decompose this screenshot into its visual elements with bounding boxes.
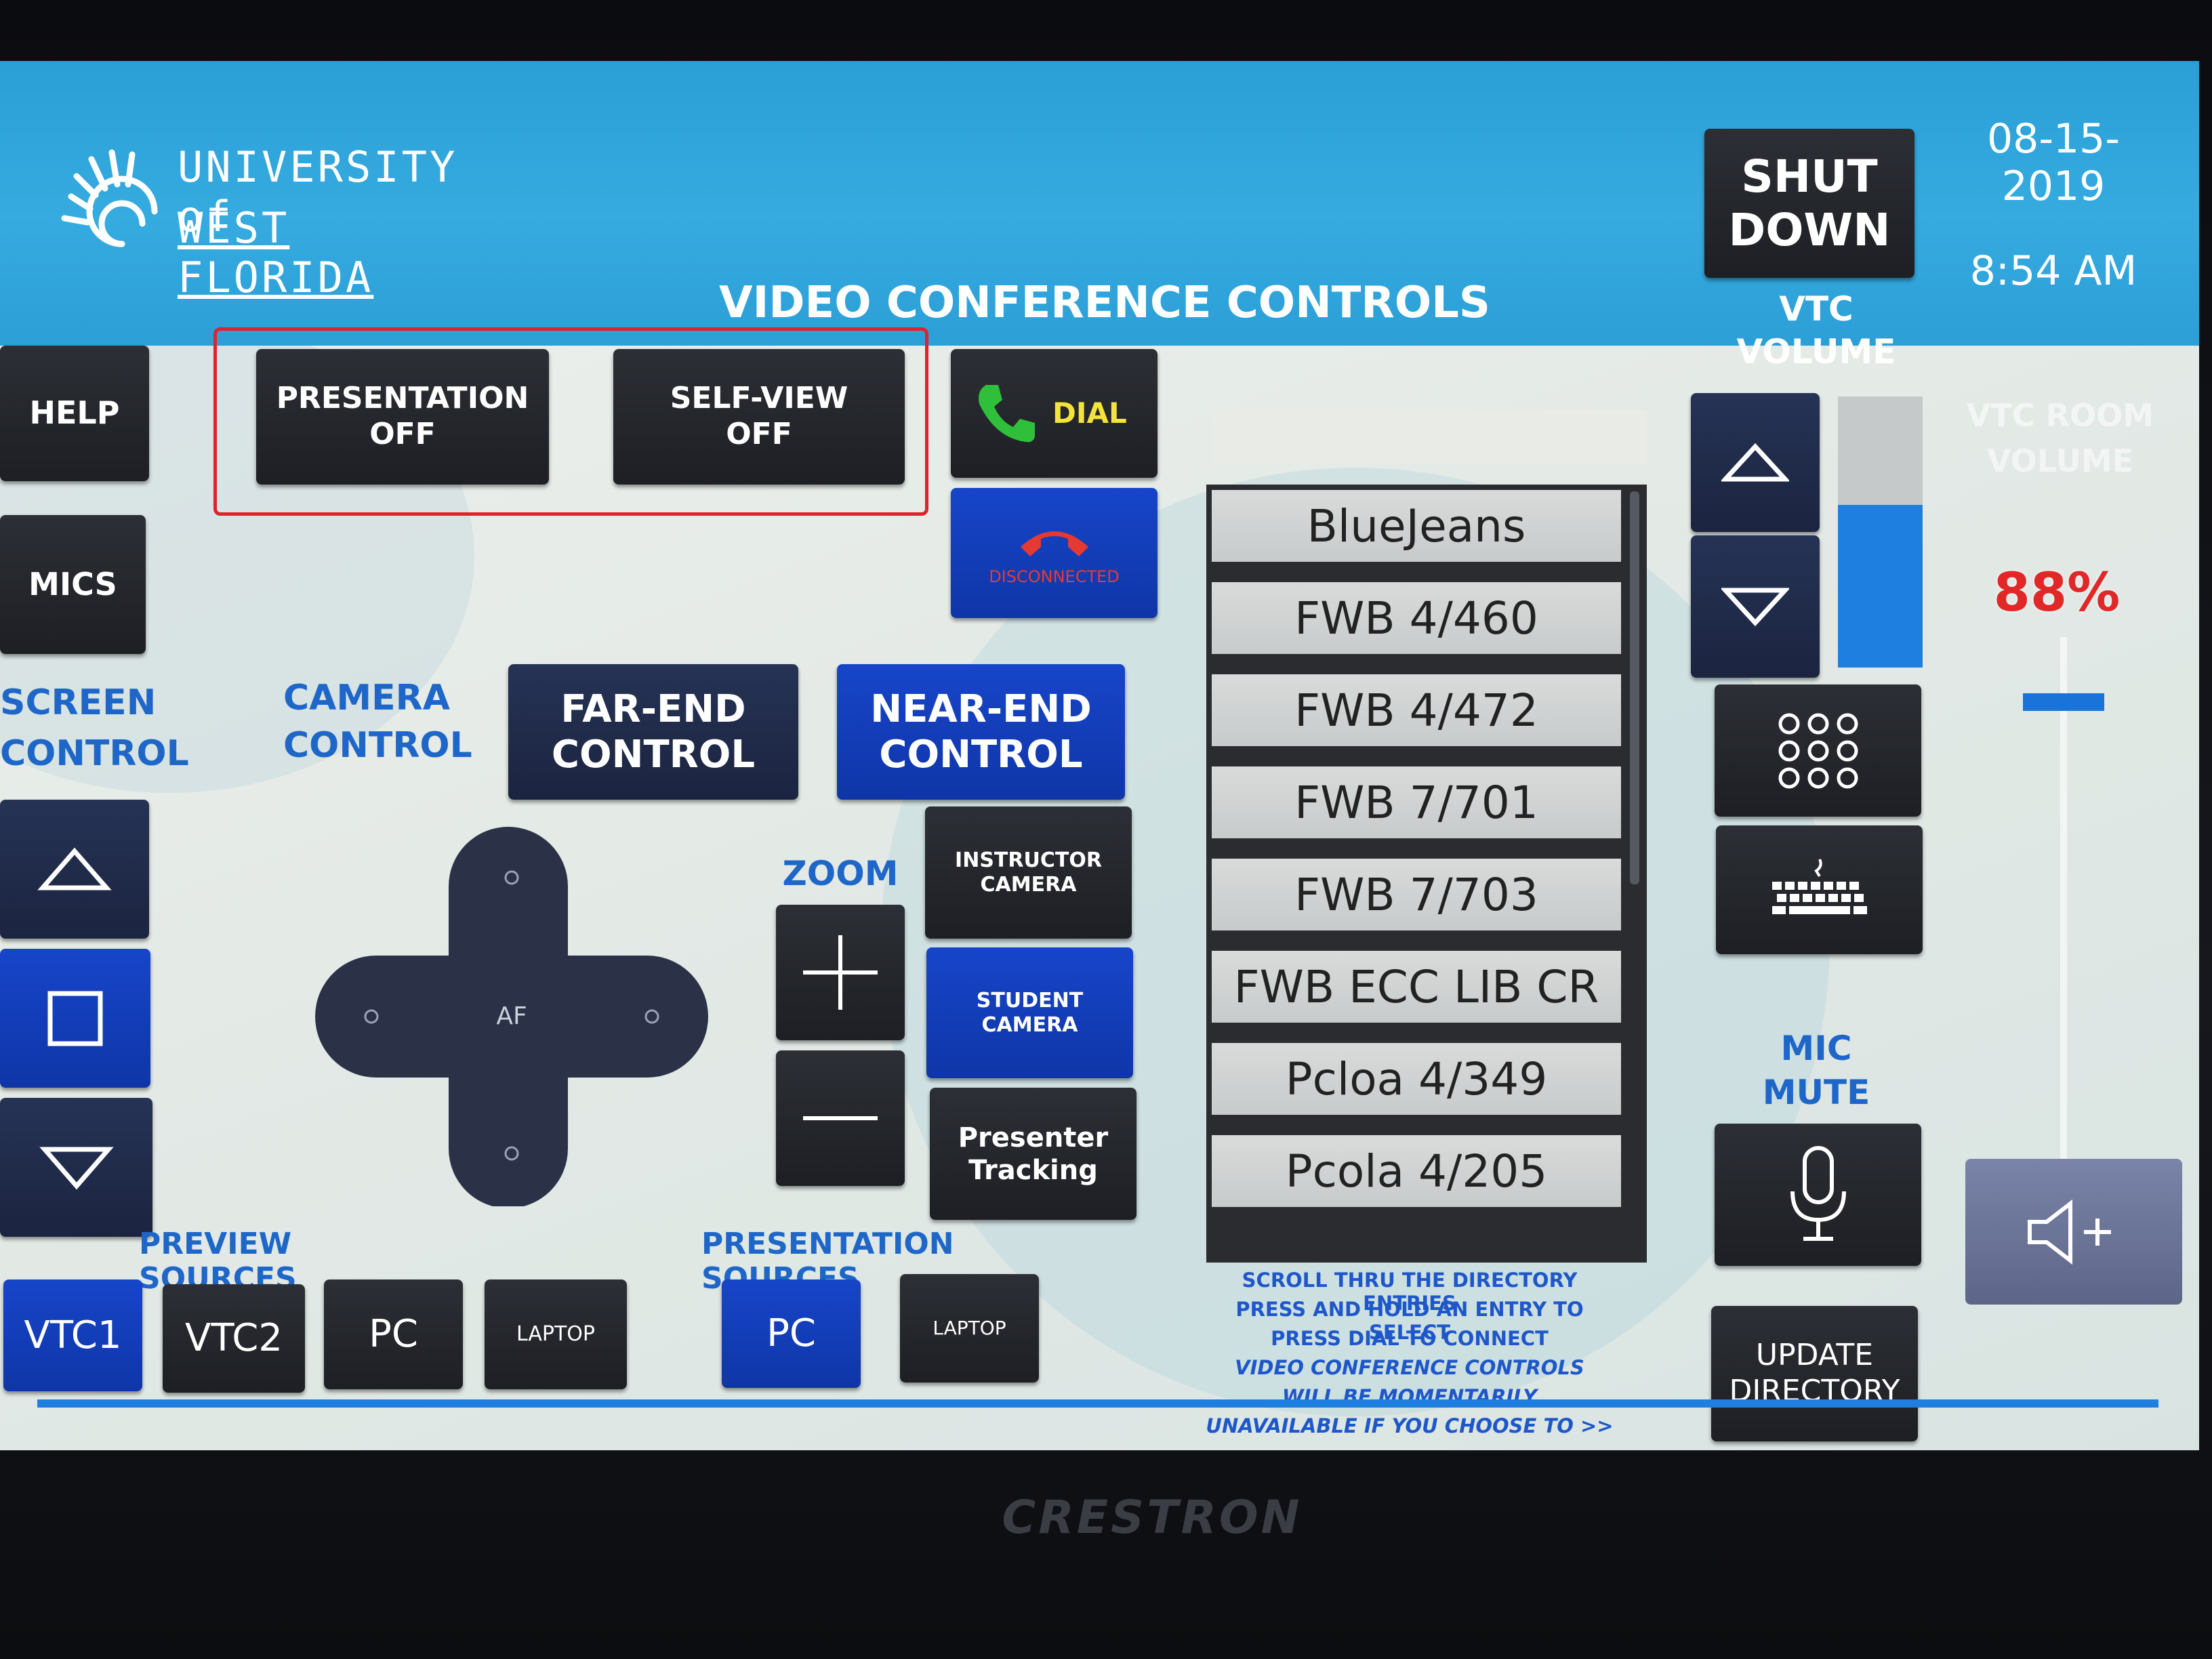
directory-entry[interactable]: FWB 4/460 — [1206, 577, 1626, 659]
dial-button[interactable]: DIAL — [951, 349, 1158, 478]
hang-up-icon — [1020, 531, 1088, 556]
camera-control-label: CAMERA CONTROL — [283, 678, 472, 766]
keypad-icon — [1778, 713, 1858, 788]
mics-button[interactable]: MICS — [0, 515, 146, 654]
vtc-volume-meter — [1838, 396, 1923, 668]
pan-up-button[interactable] — [434, 827, 590, 983]
screen-stop-button[interactable] — [0, 949, 150, 1088]
date-display: 08-15-2019 — [1987, 115, 2120, 210]
directory-entry[interactable]: FWB 7/703 — [1206, 853, 1626, 936]
directory-note: SCROLL THRU THE DIRECTORY ENTRIES — [1242, 1269, 1578, 1315]
directory-search-field[interactable] — [1213, 410, 1647, 464]
help-button[interactable]: HELP — [0, 346, 149, 481]
room-volume-slider-track[interactable] — [2023, 637, 2104, 1179]
zoom-in-button[interactable] — [776, 905, 905, 1040]
pan-right-button[interactable] — [579, 956, 708, 1078]
presentation-sources-label: PRESENTATION SOURCES — [701, 1227, 954, 1296]
directory-entry[interactable]: FWB ECC LIB CR — [1206, 945, 1626, 1028]
pan-left-button[interactable] — [315, 956, 444, 1078]
keyboard-button[interactable] — [1716, 825, 1923, 954]
crestron-logo: CRESTRON — [1002, 1491, 1303, 1544]
camera-dpad — [315, 827, 708, 1206]
directory-note: UNAVAILABLE IF YOU CHOOSE TO >> — [1206, 1414, 1614, 1437]
triangle-down-icon — [1721, 588, 1789, 627]
university-logo-icon — [58, 142, 159, 271]
room-volume-slider-handle[interactable] — [2023, 693, 2104, 711]
directory-note: VIDEO CONFERENCE CONTROLS — [1235, 1356, 1584, 1379]
time-display: 8:54 AM — [1969, 247, 2137, 295]
touch-screen: UNIVERSITY of WEST FLORIDA VIDEO CONFERE… — [0, 61, 2199, 1450]
page-title: VIDEO CONFERENCE CONTROLS — [719, 278, 1490, 328]
hangup-button[interactable]: DISCONNECTED — [951, 488, 1158, 618]
brand-line-2: WEST FLORIDA — [178, 203, 374, 302]
dial-label: DIAL — [1052, 396, 1127, 430]
zoom-label: ZOOM — [782, 854, 899, 893]
vtc-volume-fill — [1838, 505, 1923, 668]
plus-icon — [803, 935, 878, 1010]
bottom-accent-line — [37, 1399, 2158, 1408]
triangle-up-icon — [37, 847, 112, 890]
directory-entry[interactable]: Pcloa 4/349 — [1206, 1038, 1626, 1120]
vtc-volume-up-button[interactable] — [1691, 393, 1820, 532]
directory-note: PRESS DIAL TO CONNECT — [1271, 1327, 1549, 1350]
screen-down-button[interactable] — [0, 1098, 152, 1237]
phone-icon — [979, 385, 1035, 443]
directory-entry[interactable]: Pcola 4/205 — [1206, 1130, 1626, 1212]
preview-source-vtc1[interactable]: VTC1 — [3, 1279, 142, 1391]
autofocus-button[interactable]: AF — [496, 1002, 527, 1030]
instructor-camera-button[interactable]: INSTRUCTOR CAMERA — [925, 806, 1132, 939]
far-end-control-button[interactable]: FAR-END CONTROL — [508, 664, 798, 800]
speaker-plus-icon — [2028, 1199, 2111, 1265]
microphone-icon — [1790, 1146, 1846, 1241]
presentation-source-laptop[interactable]: LAPTOP — [900, 1274, 1039, 1382]
square-stop-icon — [47, 991, 103, 1046]
mic-mute-button[interactable] — [1715, 1124, 1921, 1266]
presenter-tracking-button[interactable]: Presenter Tracking — [930, 1088, 1136, 1220]
room-volume-up-button[interactable] — [1965, 1159, 2182, 1305]
shutdown-button[interactable]: SHUT DOWN — [1704, 129, 1914, 278]
mic-mute-label: MIC MUTE — [1762, 1029, 1870, 1112]
vtc-volume-down-button[interactable] — [1691, 535, 1820, 678]
triangle-up-icon — [1721, 443, 1789, 481]
directory-entry[interactable]: FWB 7/701 — [1206, 761, 1626, 844]
brand-line-1: UNIVERSITY of — [178, 142, 458, 241]
keyboard-icon — [1771, 859, 1867, 914]
pan-down-button[interactable] — [434, 1078, 590, 1206]
directory-entry[interactable]: BlueJeans — [1206, 485, 1626, 567]
screen-up-button[interactable] — [0, 800, 149, 939]
directory-entry[interactable]: FWB 4/472 — [1206, 669, 1626, 752]
preview-source-pc[interactable]: PC — [324, 1279, 463, 1389]
preview-sources-label: PREVIEW SOURCES — [139, 1227, 297, 1296]
directory-note: PRESS AND HOLD AN ENTRY TO SELECT — [1235, 1298, 1584, 1344]
student-camera-button[interactable]: STUDENT CAMERA — [926, 947, 1133, 1078]
call-status: DISCONNECTED — [989, 567, 1120, 586]
screen-control-label: SCREEN CONTROL — [0, 682, 189, 775]
vtc-volume-label: VTC VOLUME — [1736, 289, 1896, 371]
minus-icon — [803, 1116, 878, 1120]
directory-scrollbar[interactable] — [1630, 491, 1639, 884]
self-view-toggle-button[interactable]: SELF-VIEW OFF — [613, 349, 905, 485]
header-bar: UNIVERSITY of WEST FLORIDA VIDEO CONFERE… — [0, 61, 2199, 346]
triangle-down-icon — [39, 1147, 114, 1189]
near-end-control-button[interactable]: NEAR-END CONTROL — [837, 664, 1125, 800]
preview-source-vtc2[interactable]: VTC2 — [163, 1284, 305, 1393]
keypad-button[interactable] — [1715, 684, 1921, 817]
update-directory-button[interactable]: UPDATE DIRECTORY — [1711, 1306, 1918, 1441]
room-volume-label: VTC ROOM VOLUME — [1966, 397, 2154, 479]
zoom-out-button[interactable] — [776, 1050, 905, 1186]
directory-list[interactable]: BlueJeans FWB 4/460 FWB 4/472 FWB 7/701 … — [1206, 485, 1647, 1263]
presentation-source-pc[interactable]: PC — [722, 1279, 861, 1388]
room-volume-percent: 88% — [1993, 562, 2121, 623]
preview-source-laptop[interactable]: LAPTOP — [485, 1279, 627, 1389]
highlight-box — [213, 327, 928, 516]
presentation-toggle-button[interactable]: PRESENTATION OFF — [256, 349, 549, 485]
